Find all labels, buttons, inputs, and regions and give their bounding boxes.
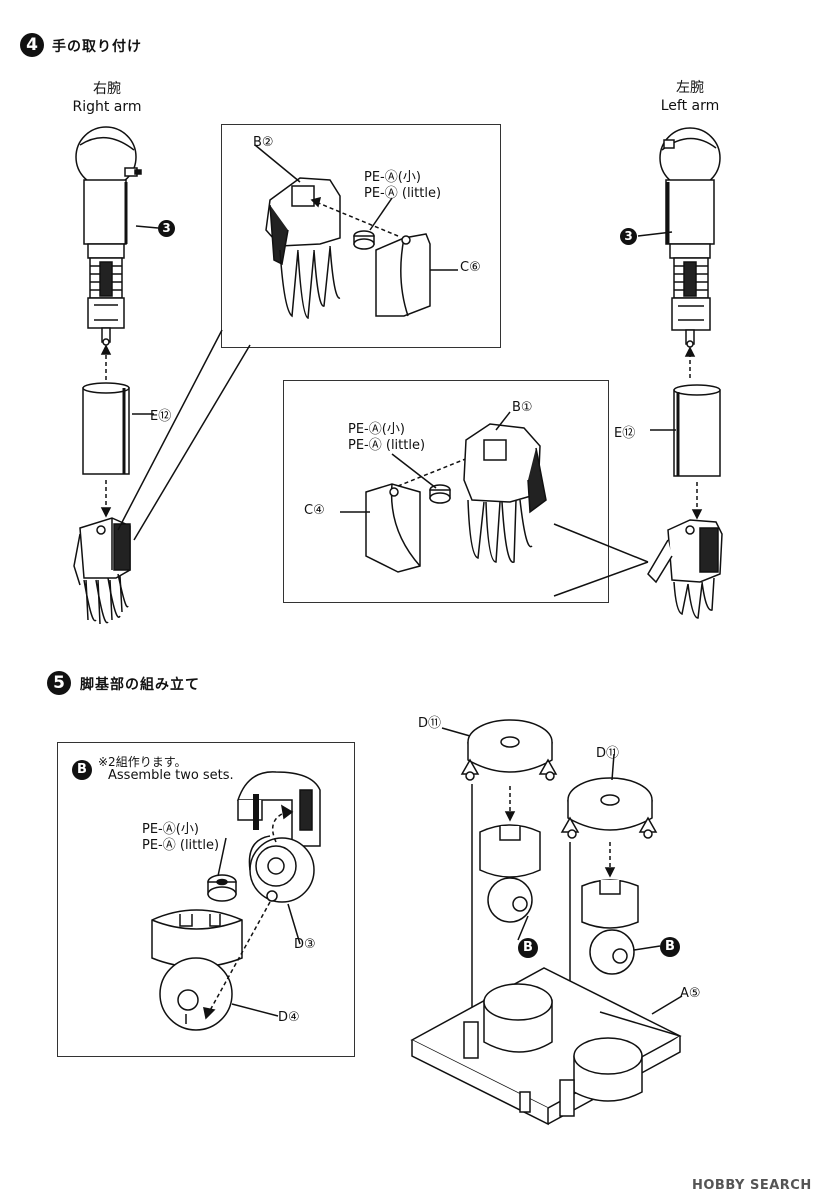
label-pe-small-left: PE-Ⓐ(小) — [348, 422, 405, 437]
note-jp: ※2組作ります。 — [98, 755, 187, 769]
label-b2: B② — [253, 135, 274, 150]
step-4-badge: 4 — [20, 33, 44, 57]
part-d3-illustration — [248, 835, 315, 903]
hip-assembly-right-illustration — [581, 879, 639, 975]
right-arm-title-jp: 右腕 — [93, 81, 121, 97]
pe-cap-hip-illustration — [207, 874, 237, 902]
hip-housing-illustration — [236, 771, 321, 847]
step-4-title: 手の取り付け — [52, 39, 142, 55]
watermark: HOBBY SEARCH — [692, 1178, 812, 1193]
left-hand-illustration — [647, 519, 723, 619]
pe-cap-left-illustration — [429, 484, 451, 504]
ref-badge-b-left: B — [518, 938, 538, 958]
label-a5: A⑤ — [680, 986, 701, 1001]
base-plate-a5-illustration — [410, 967, 682, 1126]
left-arm-title-en: Left arm — [660, 98, 720, 114]
step-5-title: 脚基部の組み立て — [80, 677, 200, 693]
label-d11-left: D⑪ — [418, 716, 442, 731]
label-e12-left: E⑫ — [614, 426, 636, 441]
part-d4-illustration — [151, 909, 243, 1031]
ref-badge-3-left: 3 — [620, 228, 637, 245]
part-c6-illustration — [375, 233, 431, 317]
note-en: Assemble two sets. — [108, 768, 234, 783]
label-c4: C④ — [304, 503, 325, 518]
right-arm-illustration — [75, 126, 142, 346]
right-arm-sleeve-e12 — [82, 382, 130, 475]
label-pe-little-hip: PE-Ⓐ (little) — [142, 838, 220, 853]
left-arm-illustration — [659, 127, 721, 348]
label-c6: C⑥ — [460, 260, 481, 275]
hip-assembly-left-illustration — [479, 824, 541, 923]
label-pe-little-right: PE-Ⓐ (little) — [364, 186, 442, 201]
label-e12-right: E⑫ — [150, 409, 172, 424]
part-d11-right-illustration — [560, 777, 658, 839]
ref-badge-3-right: 3 — [158, 220, 175, 237]
label-d3: D③ — [294, 937, 316, 952]
right-hand-illustration — [73, 517, 131, 625]
left-arm-sleeve-e12 — [673, 384, 721, 477]
label-pe-small-right: PE-Ⓐ(小) — [364, 170, 421, 185]
right-arm-title-en: Right arm — [72, 99, 142, 115]
part-c4-illustration — [365, 483, 421, 573]
label-pe-little-left: PE-Ⓐ (little) — [348, 438, 426, 453]
label-pe-small-hip: PE-Ⓐ(小) — [142, 822, 199, 837]
ref-badge-b-right: B — [660, 937, 680, 957]
label-d11-right: D⑪ — [596, 746, 620, 761]
hand-b2-illustration — [265, 177, 341, 320]
step-5-badge: 5 — [47, 671, 71, 695]
label-d4: D④ — [278, 1010, 300, 1025]
part-d11-left-illustration — [460, 719, 558, 781]
label-b1: B① — [512, 400, 533, 415]
left-arm-title-jp: 左腕 — [676, 80, 704, 96]
pe-cap-right-illustration — [353, 230, 375, 250]
hand-b1-illustration — [463, 423, 547, 563]
ref-badge-b-panel: B — [72, 760, 92, 780]
